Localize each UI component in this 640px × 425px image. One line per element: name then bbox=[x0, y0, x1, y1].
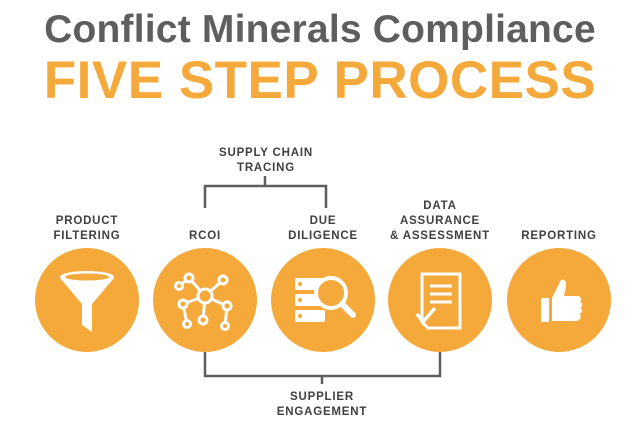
network-icon bbox=[174, 272, 233, 331]
step-label-reporting: REPORTING bbox=[521, 230, 597, 242]
supply-chain-bracket bbox=[203, 176, 328, 208]
supplier-engagement-bracket bbox=[203, 350, 442, 384]
step-label-product-filtering: PRODUCT FILTERING bbox=[53, 215, 121, 242]
step-label-rcoi: RCOI bbox=[189, 230, 221, 242]
supplier-engagement-label: SUPPLIER ENGAGEMENT bbox=[276, 391, 368, 418]
step-label-data-assurance: DATA ASSURANCE & ASSESSMENT bbox=[390, 200, 490, 242]
step-circle-due-diligence bbox=[271, 248, 375, 352]
title-line-1: Conflict Minerals Compliance bbox=[44, 8, 596, 51]
step-circle-product-filtering bbox=[35, 248, 139, 352]
step-circle-data-assurance bbox=[388, 248, 492, 352]
funnel-icon bbox=[60, 271, 114, 332]
step-label-due-diligence: DUE DILIGENCE bbox=[288, 215, 358, 242]
thumbs-up-icon bbox=[541, 279, 583, 322]
checklist-icon bbox=[415, 272, 462, 330]
title-line-2: FIVE STEP PROCESS bbox=[43, 51, 597, 110]
supply-chain-tracing-label: SUPPLY CHAIN TRACING bbox=[219, 147, 313, 174]
step-circle-reporting bbox=[507, 248, 611, 352]
step-circle-rcoi bbox=[153, 248, 257, 352]
database-search-icon bbox=[295, 276, 356, 322]
